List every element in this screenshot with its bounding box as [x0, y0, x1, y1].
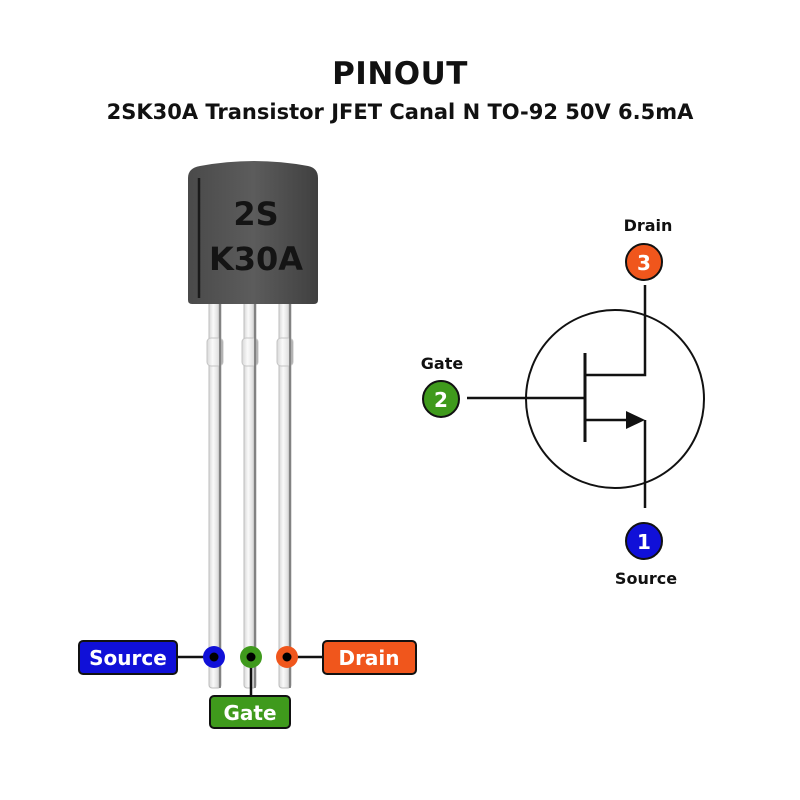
schematic-gate-pin: 2	[422, 380, 460, 418]
source-pin-number: 1	[637, 530, 651, 554]
transistor-legs	[206, 299, 294, 689]
pin-dot-drain	[276, 646, 298, 668]
schematic-drain-label: Drain	[624, 216, 673, 235]
leg-source	[206, 299, 224, 689]
pin-dot-gate	[240, 646, 262, 668]
gate-pin-number: 2	[434, 388, 448, 412]
schematic-drain-pin: 3	[625, 243, 663, 281]
gate-badge-label: Gate	[223, 701, 276, 725]
page-title: PINOUT	[332, 56, 468, 92]
jfet-schematic	[467, 285, 705, 508]
leg-drain	[276, 299, 294, 689]
transistor-body: 2S K30A	[188, 161, 318, 304]
source-badge: Source	[78, 640, 178, 675]
page-subtitle: 2SK30A Transistor JFET Canal N TO-92 50V…	[106, 100, 694, 124]
marking-line1: 2S	[233, 195, 278, 233]
marking-line2: K30A	[209, 240, 303, 278]
drain-badge: Drain	[322, 640, 417, 675]
leg-gate	[241, 299, 259, 689]
schematic-source-pin: 1	[625, 522, 663, 560]
source-badge-label: Source	[89, 646, 167, 670]
drain-lead	[585, 285, 647, 377]
schematic-source-label: Source	[615, 569, 677, 588]
arrow-icon	[626, 411, 645, 429]
gate-badge: Gate	[209, 695, 291, 729]
schematic-gate-label: Gate	[421, 354, 464, 373]
drain-badge-label: Drain	[338, 646, 399, 670]
pin-dot-source	[203, 646, 225, 668]
drain-pin-number: 3	[637, 251, 651, 275]
